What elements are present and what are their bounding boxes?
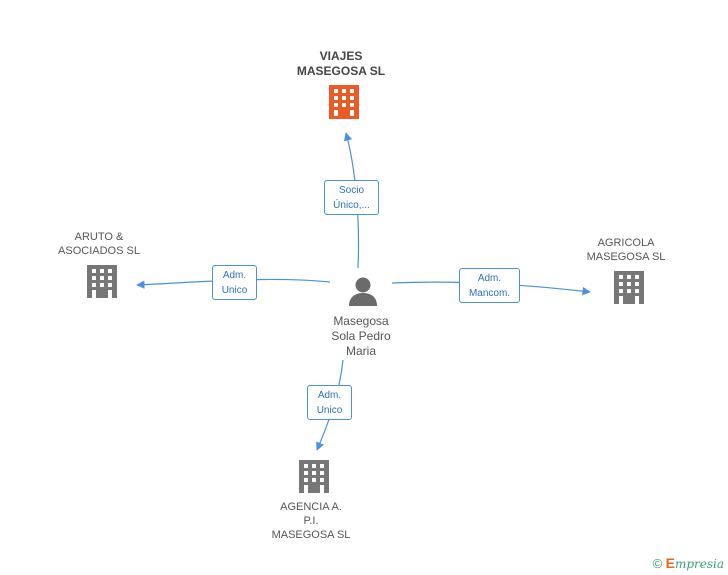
- agricola-label-line: MASEGOSA SL: [586, 251, 666, 263]
- edge-label-to-aruto[interactable]: Adm. Unico: [212, 265, 257, 300]
- agencia-label[interactable]: AGENCIA A. P.I. MASEGOSA SL: [261, 500, 361, 542]
- edge-label-line: Unico: [221, 285, 248, 296]
- person-label-line: Sola Pedro: [331, 329, 391, 343]
- agricola-label[interactable]: AGRICOLA MASEGOSA SL: [576, 236, 676, 264]
- agencia-label-line: P.I.: [303, 515, 319, 527]
- main-company-building-icon[interactable]: [329, 85, 359, 119]
- edge-label-line: Unico: [316, 405, 343, 416]
- agencia-label-line: MASEGOSA SL: [271, 529, 351, 541]
- main-company-label-line: VIAJES: [319, 49, 363, 63]
- edge-label-line: Mancom.: [468, 288, 511, 299]
- edge-label-line: Único,...: [333, 200, 370, 211]
- edge-label-line: Adm.: [222, 270, 247, 281]
- aruto-label-line: ASOCIADOS SL: [58, 245, 140, 257]
- main-company-label[interactable]: VIAJES MASEGOSA SL: [291, 49, 391, 79]
- brand-logo-text: mpresia: [674, 557, 724, 571]
- edge-label-line: Adm.: [317, 390, 342, 401]
- aruto-building-icon[interactable]: [87, 265, 117, 298]
- brand-footer: © Empresia: [653, 555, 724, 571]
- aruto-label[interactable]: ARUTO & ASOCIADOS SL: [49, 230, 149, 258]
- agencia-label-line: AGENCIA A.: [280, 501, 342, 513]
- aruto-label-line: ARUTO &: [74, 231, 124, 243]
- edge-label-line: Socio: [338, 185, 364, 196]
- agencia-building-icon[interactable]: [299, 460, 329, 493]
- copyright-symbol: ©: [652, 556, 663, 571]
- edge-label-line: Adm.: [477, 273, 502, 284]
- brand-logo-initial: E: [665, 555, 675, 571]
- person-label[interactable]: Masegosa Sola Pedro Maria: [311, 314, 411, 359]
- person-label-line: Masegosa: [333, 314, 389, 328]
- person-icon[interactable]: [349, 277, 377, 307]
- agricola-building-icon[interactable]: [614, 271, 644, 304]
- main-company-label-line: MASEGOSA SL: [296, 64, 386, 78]
- edge-label-to-agencia[interactable]: Adm. Unico: [307, 385, 352, 420]
- edge-label-to-main[interactable]: Socio Único,...: [324, 180, 379, 215]
- person-label-line: Maria: [345, 344, 376, 358]
- edge-label-to-agricola[interactable]: Adm. Mancom.: [459, 268, 520, 303]
- agricola-label-line: AGRICOLA: [597, 237, 655, 249]
